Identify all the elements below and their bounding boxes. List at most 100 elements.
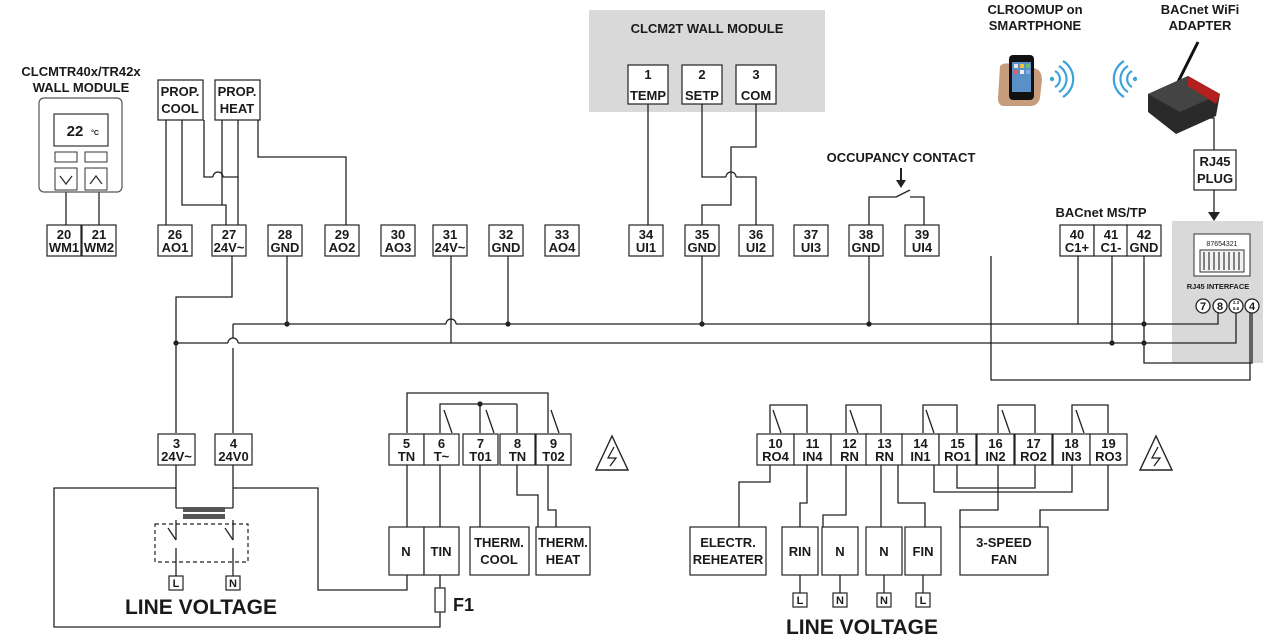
terminal-label: WM2 — [84, 240, 114, 255]
rin-n-label: N — [835, 544, 844, 559]
tr40-down-button — [54, 167, 78, 191]
tr40-display-value: 22 — [67, 123, 84, 140]
terminal-number: 10 — [768, 436, 782, 451]
relay-terminal-19 — [1089, 433, 1128, 466]
fuse-label: F1 — [453, 595, 474, 615]
rin-n-box — [821, 526, 859, 576]
mid-terminal-9 — [535, 433, 572, 466]
prop-heat-line1: PROP. — [218, 84, 257, 99]
terminal-number: 8 — [514, 436, 521, 451]
tr40-display-unit: °C — [91, 129, 99, 137]
terminal-label: SETP — [685, 88, 719, 103]
clcm2t-terminal-1 — [627, 64, 669, 105]
terminal-33 — [544, 224, 580, 257]
terminal-number: 4 — [230, 436, 238, 451]
terminal-label: 24V~ — [435, 240, 466, 255]
line-voltage-right-title: LINE VOLTAGE — [786, 616, 938, 639]
terminal-number: 17 — [1026, 436, 1040, 451]
rj45-plug-line2: PLUG — [1197, 171, 1233, 186]
terminal-number: 27 — [222, 227, 236, 242]
arrow-down-icon — [1208, 212, 1220, 221]
therm-cool-box — [469, 526, 530, 576]
terminal-number: 28 — [278, 227, 292, 242]
terminal-number: 13 — [877, 436, 891, 451]
terminal-label: RO1 — [944, 449, 971, 464]
arrow-down-icon — [896, 180, 906, 188]
load-n-label: N — [401, 544, 410, 559]
prop-cool-line2: COOL — [161, 101, 199, 116]
mid-terminal-7 — [462, 433, 499, 466]
relay-terminal-15 — [938, 433, 977, 466]
prop-cool-box — [157, 79, 204, 121]
terminal-label: TN — [398, 449, 415, 464]
transformer-icon — [154, 507, 249, 563]
fin-box — [904, 526, 942, 576]
terminal-label: TN — [509, 449, 526, 464]
terminal-label: AO2 — [329, 240, 356, 255]
terminal-label: GND — [1130, 240, 1159, 255]
terminal-label: UI1 — [636, 240, 656, 255]
rin-label: RIN — [789, 544, 811, 559]
right-terminal-row: 10RO411IN412RN13RN14IN115RO116IN217RO218… — [756, 433, 1128, 466]
terminal-label: AO4 — [549, 240, 577, 255]
mid-terminal-6 — [423, 433, 460, 466]
wifi-adapter-line1: BACnet WiFi — [1161, 2, 1240, 17]
terminal-31 — [432, 224, 468, 257]
rj45-pin-label: 4 — [1249, 301, 1256, 313]
fan-box — [959, 526, 1049, 576]
terminal-label: IN2 — [985, 449, 1005, 464]
clcm2t-terminal-3 — [735, 64, 777, 105]
terminal-27 — [211, 224, 247, 257]
therm-cool-line1: THERM. — [474, 535, 524, 550]
terminal-number: 38 — [859, 227, 873, 242]
prop-heat-line2: HEAT — [220, 101, 254, 116]
wifi-signal-icon — [1049, 60, 1075, 98]
terminal-number: 30 — [391, 227, 405, 242]
rj45-interface-label: RJ45 INTERFACE — [1187, 282, 1250, 291]
relay-terminal-10 — [756, 433, 795, 466]
line-voltage-right-box — [792, 592, 808, 608]
terminal-number: 41 — [1104, 227, 1118, 242]
line-voltage-right-box — [832, 592, 848, 608]
chevron-down-icon — [59, 175, 73, 186]
terminal-number: 3 — [173, 436, 180, 451]
lightning-warning-icon — [1138, 434, 1174, 471]
terminal-40 — [1059, 224, 1095, 257]
terminal-label: GND — [492, 240, 521, 255]
terminal-number: 3 — [752, 67, 759, 82]
electr-reheater-box — [689, 526, 767, 576]
rj45-pin-circle — [1212, 298, 1228, 314]
therm-cool-line2: COOL — [480, 552, 518, 567]
terminal-label: AO3 — [385, 240, 412, 255]
terminal-number: 36 — [749, 227, 763, 242]
tr40-led-right — [84, 151, 108, 163]
occupancy-title: OCCUPANCY CONTACT — [827, 150, 976, 165]
terminal-number: 26 — [168, 227, 182, 242]
fin-n-box — [865, 526, 903, 576]
tr40-display — [53, 113, 109, 147]
electr-reheater-line1: ELECTR. — [700, 535, 756, 550]
line-voltage-right-box — [876, 592, 892, 608]
terminal-29 — [324, 224, 360, 257]
terminal-number: 20 — [57, 227, 71, 242]
terminal-label: RN — [840, 449, 859, 464]
terminal-label: RO3 — [1095, 449, 1122, 464]
terminal-label: C1+ — [1065, 240, 1090, 255]
relay-terminal-16 — [976, 433, 1015, 466]
rj45-pin-circle — [1228, 298, 1244, 314]
prop-cool-line1: PROP. — [161, 84, 200, 99]
terminal-label: RN — [875, 449, 894, 464]
line-voltage-left-title: LINE VOLTAGE — [125, 596, 277, 619]
rj45-pin-lines — [1203, 252, 1240, 270]
fuse-icon — [434, 587, 446, 613]
terminal-number: 35 — [695, 227, 709, 242]
terminal-41 — [1093, 224, 1129, 257]
power-terminal-4 — [214, 433, 253, 466]
rj45-pin-circle — [1244, 298, 1260, 314]
terminal-number: 12 — [842, 436, 856, 451]
terminal-label: T01 — [469, 449, 491, 464]
rj45-pin-label: 7 — [1200, 301, 1206, 313]
